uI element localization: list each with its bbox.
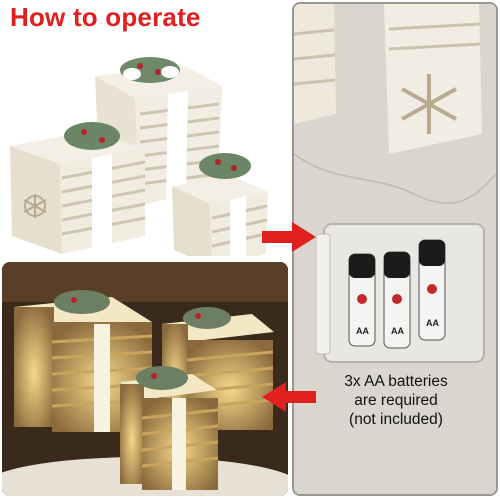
right-arrow-icon: [262, 222, 316, 252]
caption-line: are required: [354, 392, 438, 409]
battery-box-photo: AA AA AA: [292, 2, 498, 496]
page-title: How to operate: [10, 2, 201, 32]
medium-gift-box: [10, 131, 146, 254]
battery-label: AA: [356, 326, 369, 336]
battery-caption: 3x AA batteries are required (not includ…: [294, 372, 498, 429]
caption-line: 3x AA batteries: [344, 373, 448, 390]
battery-icon: [348, 239, 446, 349]
lit-gift-boxes-image: [2, 262, 288, 496]
left-arrow-icon: [262, 382, 316, 412]
battery-label: AA: [426, 318, 439, 328]
snowflake-icon: [401, 74, 457, 134]
snowflake-icon: [23, 194, 47, 218]
gift-boxes-image: [0, 36, 288, 256]
lit-gift-box: [14, 297, 153, 432]
caption-line: (not included): [349, 411, 443, 428]
lit-gift-box: [120, 374, 219, 490]
pine-bow-decoration: [64, 57, 251, 179]
battery-label: AA: [391, 326, 404, 336]
small-gift-box: [172, 176, 268, 256]
pine-bow-decoration: [54, 290, 231, 390]
